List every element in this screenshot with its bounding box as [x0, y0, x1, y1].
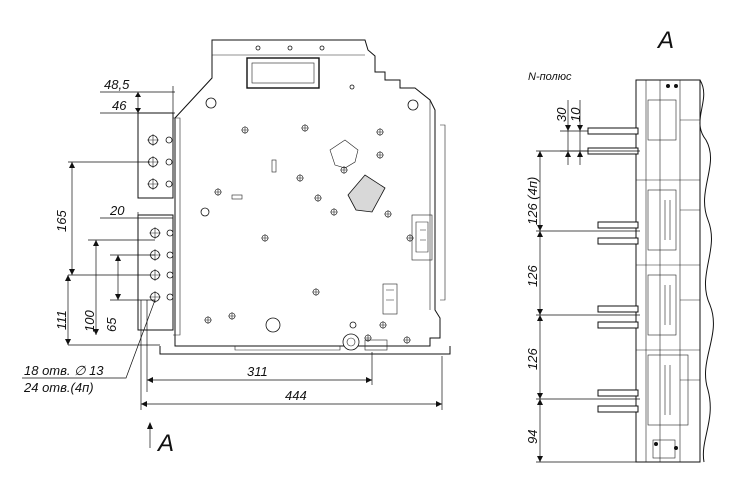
dim-48-5: 48,5: [104, 77, 130, 92]
dim-100: 100: [82, 310, 97, 332]
section-marker-a: A: [156, 430, 174, 457]
crosshair-holes: [204, 124, 414, 344]
cam-mechanism: [329, 139, 359, 169]
terminal-housing: [173, 117, 181, 336]
side-arrowheads: [537, 125, 583, 462]
hole-note-line1: 18 отв. ∅ 13: [24, 363, 104, 378]
side-body-inner: [645, 80, 681, 462]
dim-10: 10: [568, 107, 583, 122]
side-body: [635, 79, 701, 463]
base-plate-inner: [234, 346, 341, 351]
lower-bracket-detail: [386, 289, 394, 301]
dim-20: 20: [109, 203, 125, 218]
break-line: [699, 79, 714, 463]
dim-126-b: 126: [525, 348, 540, 370]
mount-hole: [319, 45, 325, 51]
top-window-inner: [251, 62, 315, 84]
dim-65: 65: [104, 317, 119, 332]
dim-30: 30: [554, 107, 569, 122]
n-pole-label: N-полюс: [528, 71, 572, 83]
side-view: A N-полюс: [525, 27, 714, 463]
dim-126-a: 126: [525, 265, 540, 287]
front-view: 48,5 46 165 20 111 100 65 311 444 18 отв…: [22, 39, 451, 457]
mount-hole: [349, 321, 357, 329]
side-view-title: A: [656, 27, 674, 54]
breaker-body-outline: [174, 39, 441, 347]
breaker-top-step: [211, 40, 365, 56]
mount-hole: [349, 84, 355, 90]
mount-hole: [287, 45, 293, 51]
cam-lever: [347, 174, 386, 213]
dim-311: 311: [247, 364, 268, 379]
bottom-terminal-block: [364, 339, 388, 351]
right-mechanism: [411, 214, 433, 261]
mount-hole: [407, 99, 419, 111]
mount-hole: [255, 45, 261, 51]
bottom-terminal: [342, 333, 360, 351]
dim-94: 94: [525, 430, 540, 444]
hole-note-line2: 24 отв.(4п): [23, 380, 94, 395]
dim-111: 111: [54, 310, 69, 330]
indicator-slot: [271, 159, 277, 173]
terminal-holes: [147, 134, 174, 303]
lower-bracket: [382, 283, 398, 315]
dim-46: 46: [112, 98, 127, 113]
arrowheads: [65, 92, 442, 429]
dim-165: 165: [54, 210, 69, 232]
top-window: [246, 57, 320, 89]
indicator-slot: [231, 194, 243, 200]
bottom-terminal-inner: [346, 337, 356, 347]
busbars: [587, 127, 639, 413]
mount-hole: [200, 207, 210, 217]
dim-126-4p: 126 (4п): [525, 177, 540, 225]
dimension-lines: [22, 86, 443, 448]
mount-hole: [265, 317, 281, 333]
right-mechanism-detail: [415, 221, 429, 253]
pole-details: [636, 99, 700, 459]
breaker-right-rail: [429, 100, 446, 310]
pole-dots: [654, 84, 678, 450]
dim-444: 444: [285, 388, 307, 403]
base-plate: [159, 346, 451, 355]
mount-hole: [205, 97, 217, 109]
